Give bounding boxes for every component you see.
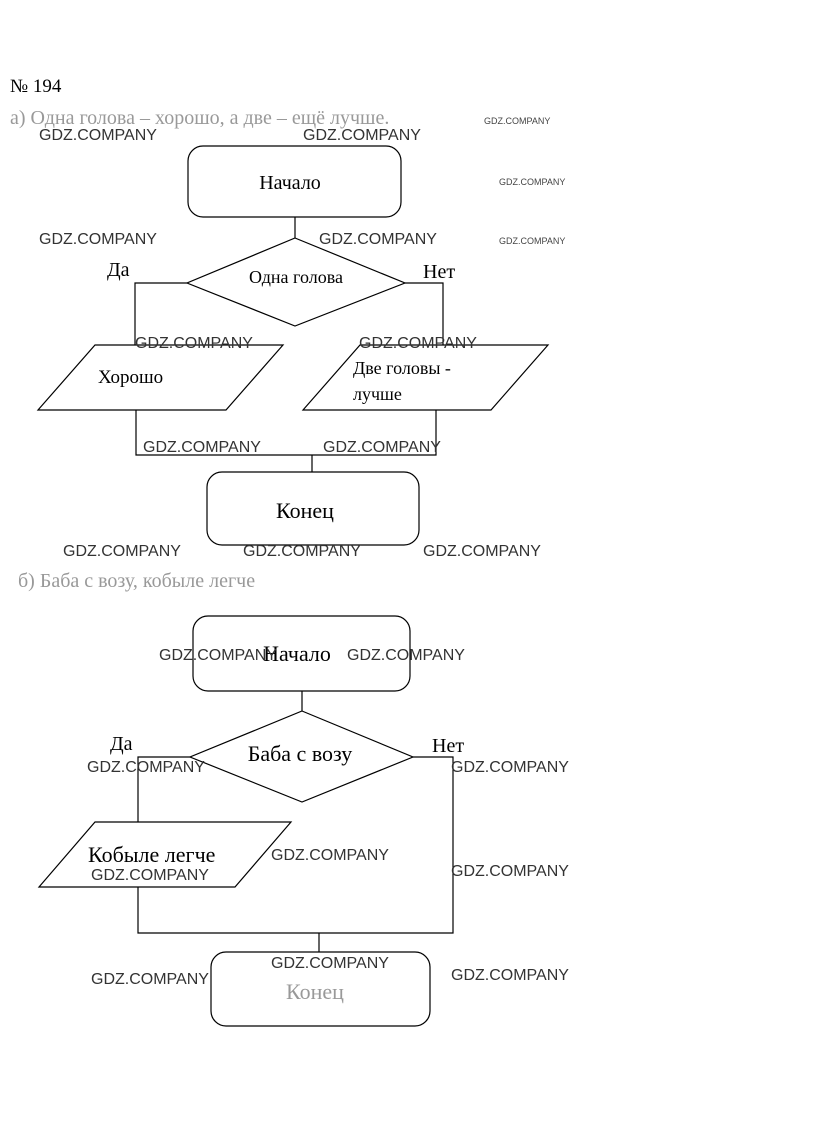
watermark: GDZ.COMPANY bbox=[87, 759, 205, 776]
watermark: GDZ.COMPANY bbox=[319, 231, 437, 248]
watermark: GDZ.COMPANY bbox=[303, 127, 421, 144]
watermark: GDZ.COMPANY bbox=[39, 127, 157, 144]
start-label-a: Начало bbox=[259, 172, 321, 194]
yes-label-b: Да bbox=[110, 733, 133, 755]
no-label-b: Нет bbox=[432, 735, 464, 757]
output-yes-b bbox=[37, 821, 293, 888]
flowchart-a: а) Одна голова – хорошо, а две – ещё луч… bbox=[10, 107, 550, 546]
heading-b: б) Баба с возу, кобыле легче bbox=[18, 570, 255, 592]
watermark: GDZ.COMPANY bbox=[39, 231, 157, 248]
output-no-a bbox=[301, 344, 550, 411]
end-terminal-a bbox=[206, 471, 420, 546]
watermark: GDZ.COMPANY bbox=[271, 847, 389, 864]
watermark: GDZ.COMPANY bbox=[143, 439, 261, 456]
watermark: GDZ.COMPANY bbox=[323, 439, 441, 456]
watermark: GDZ.COMPANY bbox=[451, 863, 569, 880]
no-branch-a bbox=[405, 282, 444, 345]
decision-a bbox=[185, 237, 407, 327]
watermark: GDZ.COMPANY bbox=[63, 543, 181, 560]
no-label-a: Нет bbox=[423, 261, 455, 283]
yes-branch-b bbox=[137, 756, 190, 822]
watermark: GDZ.COMPANY bbox=[347, 647, 465, 664]
watermarks: GDZ.COMPANY GDZ.COMPANY GDZ.COMPANY GDZ.… bbox=[39, 116, 569, 988]
output-yes-label-b: Кобыле легче bbox=[88, 842, 215, 867]
problem-number: № 194 bbox=[10, 76, 62, 97]
merge-b bbox=[137, 756, 454, 934]
output-yes-a bbox=[36, 344, 285, 411]
watermark: GDZ.COMPANY bbox=[451, 967, 569, 984]
watermark: GDZ.COMPANY bbox=[451, 759, 569, 776]
flowchart-b: б) Баба с возу, кобыле легче Начало Баба… bbox=[18, 570, 464, 1027]
decision-label-a: Одна голова bbox=[249, 267, 343, 287]
end-label-a: Конец bbox=[276, 498, 334, 523]
watermark: GDZ.COMPANY bbox=[499, 177, 565, 187]
merge-a bbox=[135, 410, 437, 456]
start-label-b: Начало bbox=[263, 641, 331, 666]
watermark: GDZ.COMPANY bbox=[484, 116, 550, 126]
yes-label-a: Да bbox=[107, 259, 130, 281]
heading-a: а) Одна голова – хорошо, а две – ещё луч… bbox=[10, 107, 389, 129]
watermark: GDZ.COMPANY bbox=[499, 236, 565, 246]
watermark: GDZ.COMPANY bbox=[91, 867, 209, 884]
watermark: GDZ.COMPANY bbox=[423, 543, 541, 560]
watermark: GDZ.COMPANY bbox=[359, 335, 477, 352]
end-terminal-b bbox=[210, 951, 431, 1027]
output-no-label-a-1: Две головы - bbox=[353, 358, 451, 378]
watermark: GDZ.COMPANY bbox=[243, 543, 361, 560]
yes-branch-a bbox=[134, 282, 187, 345]
watermark: GDZ.COMPANY bbox=[271, 955, 389, 972]
watermark: GDZ.COMPANY bbox=[135, 335, 253, 352]
output-yes-label-a: Хорошо bbox=[98, 367, 163, 388]
decision-label-b: Баба с возу bbox=[248, 741, 353, 766]
decision-b bbox=[188, 710, 415, 803]
watermark: GDZ.COMPANY bbox=[91, 971, 209, 988]
output-no-label-a-2: лучше bbox=[353, 384, 402, 404]
watermark: GDZ.COMPANY bbox=[159, 647, 277, 664]
end-label-b: Конец bbox=[286, 979, 344, 1004]
